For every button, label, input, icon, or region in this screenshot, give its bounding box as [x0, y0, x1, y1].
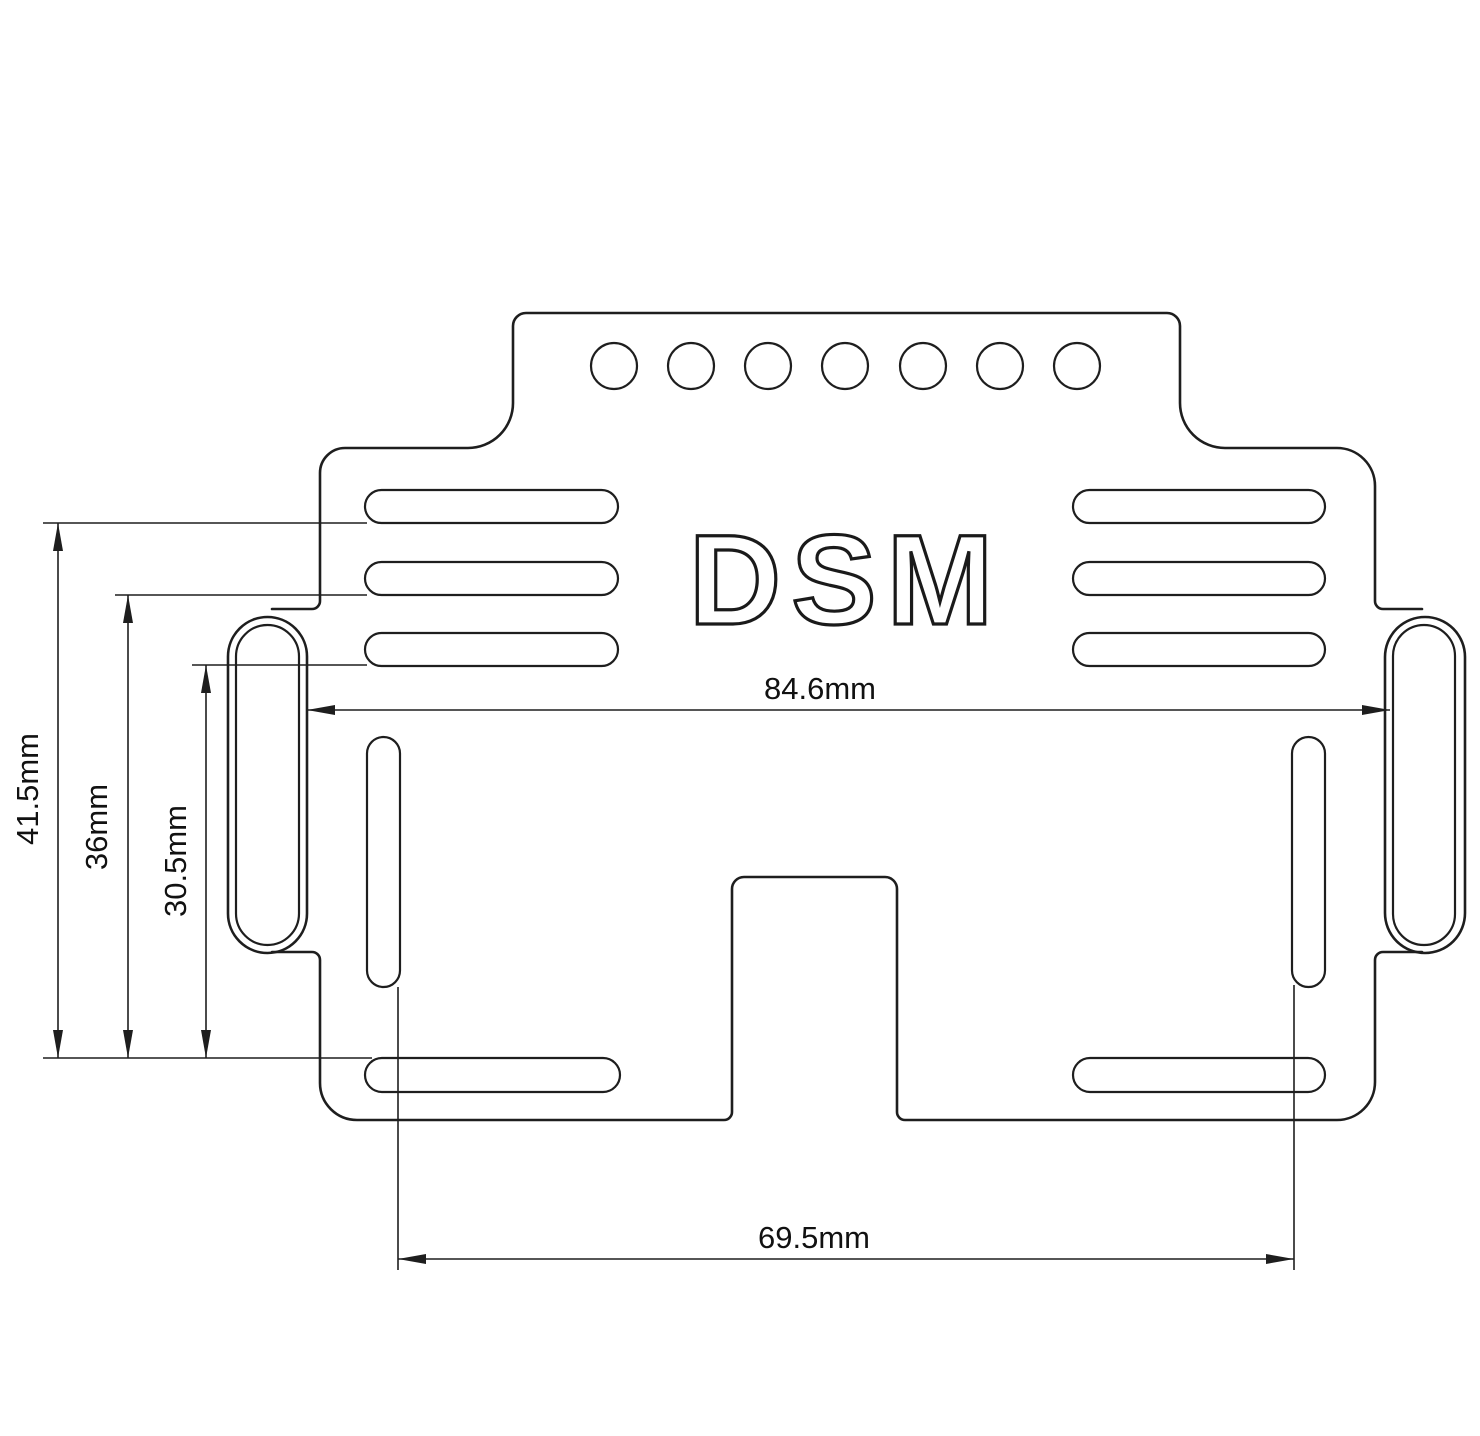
- dim-lower-width: 69.5mm: [398, 1220, 1294, 1264]
- part-outline-upper: [270, 311, 1424, 611]
- mounting-hole-3: [743, 341, 793, 391]
- arrowhead-down-icon: [123, 1030, 133, 1058]
- mounting-hole-4: [820, 341, 870, 391]
- extension-lines: [43, 522, 1295, 1270]
- arrowhead-right-icon: [1362, 705, 1390, 715]
- dim-overall-height: 41.5mm: [10, 523, 63, 1058]
- mounting-hole-5: [898, 341, 948, 391]
- arrowhead-up-icon: [53, 523, 63, 551]
- vent-slot-left-1: [363, 488, 620, 525]
- vent-slot-right-3: [1071, 631, 1327, 668]
- left-tab-outer: [226, 615, 309, 955]
- vent-slot-left-2: [363, 560, 620, 597]
- dim-mid-height-label: 36mm: [79, 784, 114, 870]
- mounting-hole-6: [975, 341, 1025, 391]
- arrowhead-down-icon: [53, 1030, 63, 1058]
- dim-upper-width-label: 84.6mm: [764, 671, 876, 706]
- arrowhead-right-icon: [1266, 1254, 1294, 1264]
- vent-slot-right-1: [1071, 488, 1327, 525]
- dim-upper-width: 84.6mm: [307, 671, 1390, 715]
- arrowhead-up-icon: [201, 665, 211, 693]
- dsm-logo-text: DSM: [689, 509, 1003, 652]
- mounting-hole-7: [1052, 341, 1102, 391]
- left-tab-slot: [234, 623, 301, 947]
- dim-slot-height: 30.5mm: [158, 665, 211, 1058]
- bottom-slot-left: [363, 1056, 622, 1094]
- right-tab-outer: [1383, 615, 1467, 955]
- right-vent-slots: [1071, 488, 1327, 668]
- right-tab-slot: [1391, 623, 1457, 947]
- top-mounting-holes: [589, 341, 1102, 391]
- vertical-slot-left: [365, 735, 402, 989]
- left-vent-slots: [363, 488, 620, 668]
- arrowhead-left-icon: [398, 1254, 426, 1264]
- mounting-hole-1: [589, 341, 639, 391]
- bottom-slot-right: [1071, 1056, 1327, 1094]
- dim-lower-width-label: 69.5mm: [758, 1220, 870, 1255]
- arrowhead-up-icon: [123, 595, 133, 623]
- arrowhead-down-icon: [201, 1030, 211, 1058]
- vent-slot-left-3: [363, 631, 620, 668]
- arrowhead-left-icon: [307, 705, 335, 715]
- part-outline-lower: [270, 875, 1424, 1122]
- vertical-slot-right: [1290, 735, 1327, 989]
- dim-mid-height: 36mm: [79, 595, 133, 1058]
- dim-overall-height-label: 41.5mm: [10, 733, 45, 845]
- dim-slot-height-label: 30.5mm: [158, 805, 193, 917]
- vent-slot-right-2: [1071, 560, 1327, 597]
- mounting-hole-2: [666, 341, 716, 391]
